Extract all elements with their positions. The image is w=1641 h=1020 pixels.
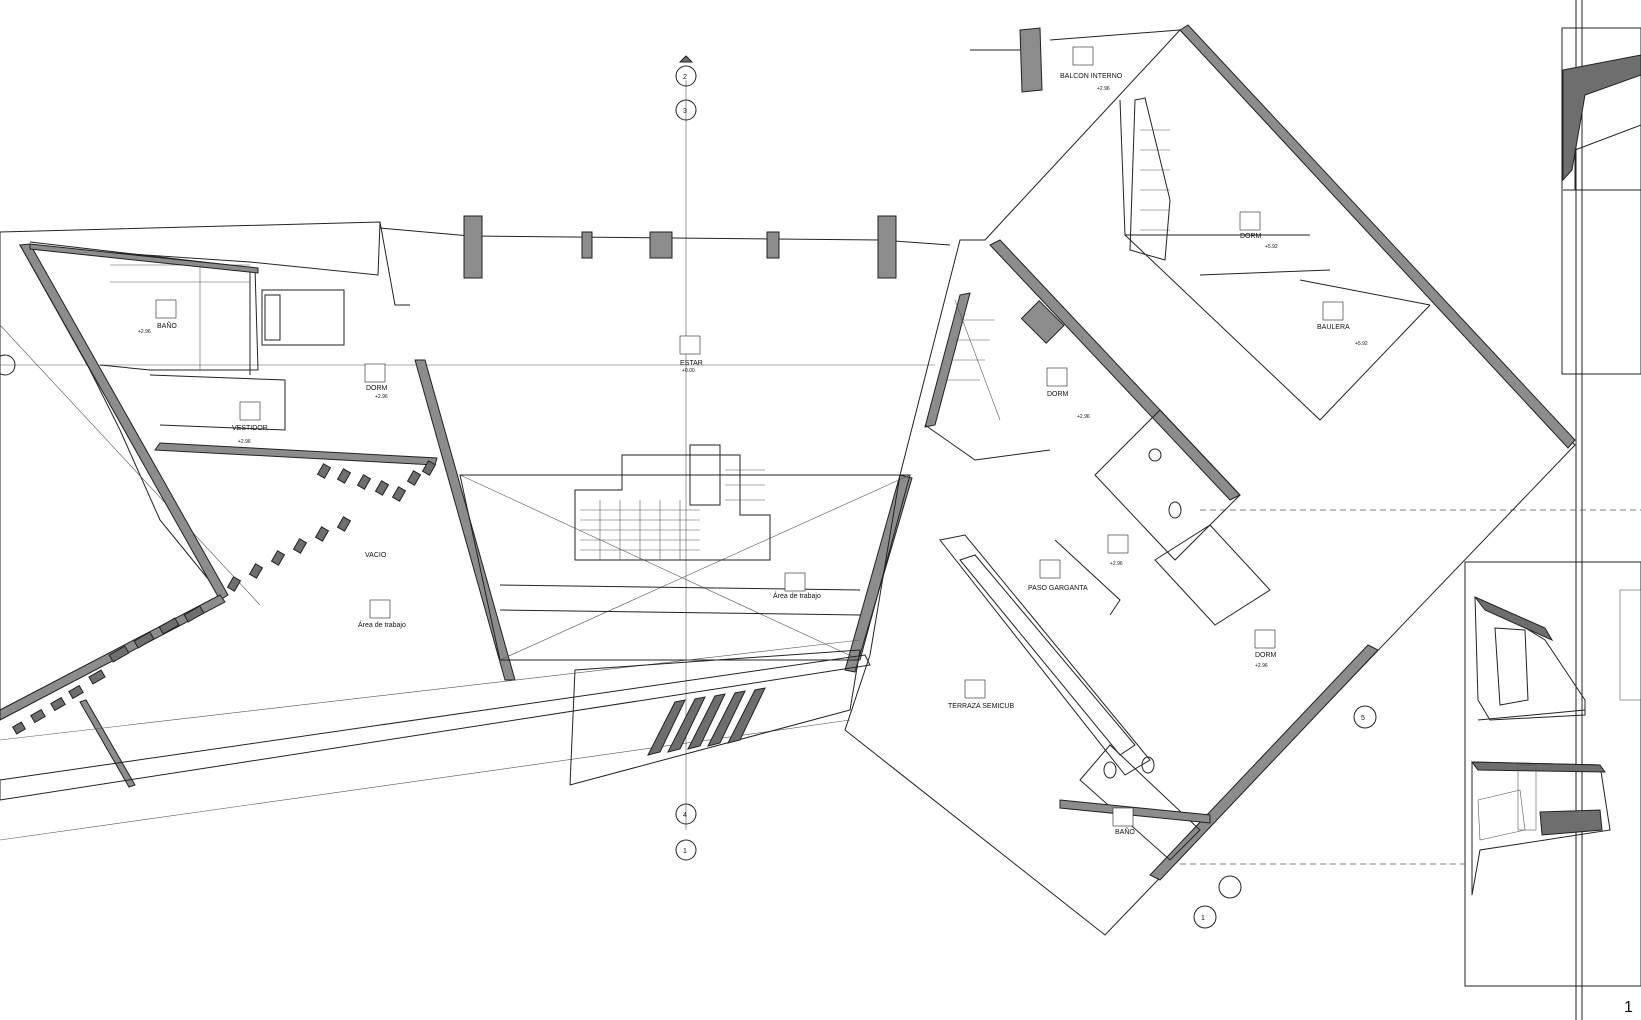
room-tag-paso-garganta: PASO GARGANTA +2.96	[1028, 534, 1129, 592]
svg-text:DORM: DORM	[366, 385, 388, 392]
svg-text:+2.96: +2.96	[1077, 414, 1090, 420]
section-thumbnail-mid	[1474, 589, 1641, 721]
section-thumbnail-bottom	[1470, 761, 1611, 896]
stair-treads-left	[11, 460, 437, 735]
room-tag-vacio: VACIO	[365, 552, 387, 559]
svg-text:+2.96: +2.96	[1110, 561, 1123, 567]
svg-text:+5.92: +5.92	[1355, 341, 1368, 347]
svg-text:+2.96: +2.96	[375, 394, 388, 400]
svg-text:+5.92: +5.92	[1265, 244, 1278, 250]
left-wing-walls	[0, 243, 259, 788]
svg-text:ESTAR: ESTAR	[680, 360, 703, 367]
room-tag-estar: ESTAR +0.00	[679, 335, 703, 374]
grid-marker-label: 3	[683, 108, 687, 115]
room-tag-dorm-2: DORM +5.92	[1239, 211, 1278, 250]
svg-text:BAÑO: BAÑO	[157, 321, 177, 330]
room-tag-bano-2: BAÑO	[1112, 807, 1135, 836]
room-tag-dorm-3: DORM +2.96	[1046, 367, 1090, 420]
svg-text:BALCON INTERNO: BALCON INTERNO	[1060, 73, 1123, 80]
svg-text:DORM: DORM	[1255, 652, 1277, 659]
grid-axis-horizontal	[0, 354, 935, 376]
svg-text:BAÑO: BAÑO	[1115, 827, 1135, 836]
room-tag-dorm-1: DORM +2.96	[364, 363, 388, 400]
section-markers: 5 1	[1193, 705, 1377, 929]
svg-text:+2.96: +2.96	[238, 439, 251, 445]
right-block-partitions	[924, 292, 1271, 861]
svg-text:+0.00: +0.00	[682, 368, 695, 374]
svg-text:BAULERA: BAULERA	[1317, 324, 1350, 331]
svg-text:PASO GARGANTA: PASO GARGANTA	[1028, 585, 1088, 592]
room-tag-terraza-semicub: TERRAZA SEMICUB	[948, 679, 1014, 710]
entrance-ramp	[569, 649, 861, 786]
central-stair	[574, 444, 771, 561]
room-tag-dorm-4: DORM +2.96	[1254, 629, 1277, 669]
svg-text:VESTIDOR: VESTIDOR	[232, 425, 268, 432]
svg-text:Área de trabajo: Área de trabajo	[773, 591, 821, 600]
central-block	[0, 215, 951, 841]
svg-text:+2.96: +2.96	[1255, 663, 1268, 669]
room-tag-vestidor: VESTIDOR +2.96	[232, 401, 268, 445]
section-thumbnail-top	[1562, 54, 1641, 191]
svg-text:TERRAZA SEMICUB: TERRAZA SEMICUB	[948, 703, 1014, 710]
grid-marker-label: 1	[683, 848, 687, 855]
grid-marker-label: 2	[683, 74, 687, 81]
sheet-number: 1	[1624, 999, 1633, 1016]
svg-text:DORM: DORM	[1240, 233, 1262, 240]
room-tag-bano-1: BAÑO +2.96	[138, 299, 177, 335]
svg-text:+2.96: +2.96	[1097, 86, 1110, 92]
svg-text:DORM: DORM	[1047, 391, 1069, 398]
left-wing	[0, 221, 438, 713]
svg-text:VACIO: VACIO	[365, 552, 387, 559]
svg-text:+2.96: +2.96	[138, 329, 151, 335]
svg-text:Área de trabajo: Área de trabajo	[358, 620, 406, 629]
grid-marker-label: 4	[683, 812, 687, 819]
room-tag-area-trabajo-2: Área de trabajo	[773, 572, 821, 600]
section-marker-label: 1	[1201, 915, 1205, 922]
sheet-border	[1180, 0, 1641, 1020]
section-marker-label: 5	[1361, 715, 1365, 722]
room-tag-area-trabajo-1: Área de trabajo	[358, 599, 406, 629]
room-tag-baulera: BAULERA +5.92	[1317, 301, 1368, 347]
room-tag-balcon-interno: BALCON INTERNO +2.96	[1060, 46, 1123, 92]
